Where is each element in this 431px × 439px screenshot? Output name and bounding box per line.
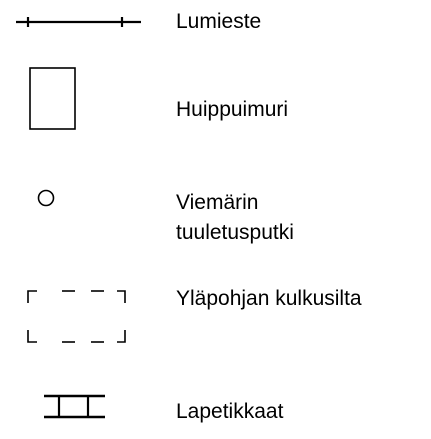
legend-label-viemarin: Viemärin bbox=[176, 191, 259, 214]
sewer-vent-pipe-icon bbox=[37, 189, 55, 207]
legend-label-lumieste: Lumieste bbox=[176, 10, 262, 33]
legend-label-huippuimuri: Huippuimuri bbox=[176, 98, 289, 121]
roof-ladder-icon bbox=[44, 394, 105, 419]
roof-walkway-icon bbox=[27, 290, 126, 343]
legend-label-ylapohjan-kulkusilta: Yläpohjan kulkusilta bbox=[176, 287, 362, 310]
snow-barrier-icon bbox=[16, 17, 141, 27]
legend-label-tuuletusputki: tuuletusputki bbox=[176, 221, 294, 244]
legend-label-lapetikkaat: Lapetikkaat bbox=[176, 400, 284, 423]
roof-hatch-icon bbox=[29, 67, 76, 130]
